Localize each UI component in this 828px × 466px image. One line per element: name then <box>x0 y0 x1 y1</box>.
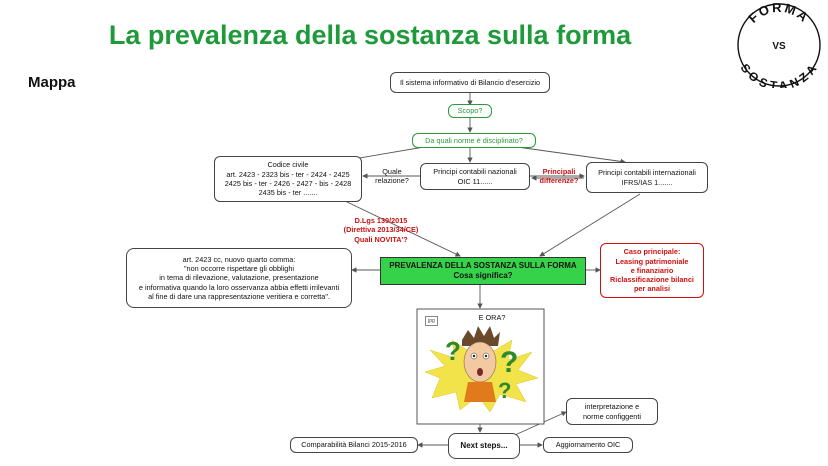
principali-line: differenze? <box>539 176 579 186</box>
codice-line: Codice civile <box>267 160 309 170</box>
art2423-line: "non occorre rispettare gli obblighi <box>183 264 295 273</box>
node-oic: Principi contabili nazionali OIC 11.....… <box>420 163 530 190</box>
caso-line: e finanziario <box>630 265 674 275</box>
quale-line: relazione? <box>375 176 409 186</box>
node-art2423: art. 2423 cc, nuovo quarto comma: "non o… <box>126 248 352 308</box>
codice-line: art. 2423 - 2323 bis - ter - 2424 - 2425 <box>226 169 350 179</box>
edge-codice-prevalenza <box>344 200 461 257</box>
dlgs-line: Quali NOVITA'? <box>354 234 408 244</box>
page-subtitle: Mappa <box>28 74 76 91</box>
node-interpretazione: interpretazione e norme configgenti <box>566 398 658 425</box>
dlgs-line: D.Lgs 139/2015 <box>354 216 408 225</box>
caso-line: Riclassificazione bilanci <box>610 275 694 285</box>
comparabilita-text: Comparabilità Bilanci 2015-2016 <box>301 440 407 450</box>
codice-line: 2435 bis - ter ....... <box>258 188 318 198</box>
oic-line: Principi contabili nazionali <box>433 167 517 177</box>
svg-text:?: ? <box>445 336 461 366</box>
node-aggiornamento-oic: Aggiornamento OIC <box>543 437 633 453</box>
dlgs-line: (Direttiva 2013/34/CE) <box>343 225 419 235</box>
caso-line: per analisi <box>633 284 671 294</box>
ifrs-line: IFRS/IAS 1....... <box>621 177 673 187</box>
forma-vs-sostanza-logo: FORMA VS SOSTANZA <box>737 2 821 88</box>
edge-ifrs-prevalenza <box>539 193 641 257</box>
prevalenza-line: PREVALENZA DELLA SOSTANZA SULLA FORMA <box>389 260 577 270</box>
jpg-badge: jpg <box>425 316 438 326</box>
next-steps-text: Next steps... <box>460 440 508 450</box>
label-quale-relazione: Quale relazione? <box>368 167 416 186</box>
logo-middle-text: VS <box>772 41 786 52</box>
label-dlgs: D.Lgs 139/2015 (Direttiva 2013/34/CE) Qu… <box>330 216 432 244</box>
node-sistema-informativo: Il sistema informativo di Bilancio d'ese… <box>390 72 550 93</box>
interpretazione-line: norme configgenti <box>582 411 641 421</box>
puzzled-face-illustration: ? ? ? <box>416 308 545 425</box>
art2423-line: al fine di dare una rappresentazione ver… <box>148 291 330 301</box>
art2423-line: in tema di rilevazione, valutazione, pre… <box>159 273 319 283</box>
svg-text:?: ? <box>500 346 518 379</box>
caso-line: Leasing patrimoniale <box>615 256 689 266</box>
quale-line: Quale <box>382 167 402 176</box>
node-norme-text: Da quali norme è disciplinato? <box>425 135 523 145</box>
node-caso-principale: Caso principale: Leasing patrimoniale e … <box>600 243 704 298</box>
node-norme: Da quali norme è disciplinato? <box>412 133 536 148</box>
node-codice-civile: Codice civile art. 2423 - 2323 bis - ter… <box>214 156 362 202</box>
page-title: La prevalenza della sostanza sulla forma <box>108 20 632 50</box>
node-next-steps: Next steps... <box>448 433 520 459</box>
e-ora-text: E ORA? <box>478 313 506 322</box>
node-sistema-informativo-text: Il sistema informativo di Bilancio d'ese… <box>399 77 541 87</box>
caso-line: Caso principale: <box>623 247 681 257</box>
svg-text:?: ? <box>498 378 511 403</box>
oic-line: OIC 11...... <box>457 176 493 186</box>
node-scopo-text: Scopo? <box>457 106 483 116</box>
principali-line: Principali <box>542 167 576 176</box>
aggiornamento-text: Aggiornamento OIC <box>555 440 621 450</box>
node-comparabilita: Comparabilità Bilanci 2015-2016 <box>290 437 418 453</box>
label-principali-differenze: Principali differenze? <box>534 167 584 186</box>
prevalenza-line: Cosa significa? <box>453 271 513 280</box>
node-prevalenza: PREVALENZA DELLA SOSTANZA SULLA FORMA Co… <box>380 257 586 285</box>
interpretazione-line: interpretazione e <box>584 402 640 412</box>
ifrs-line: Principi contabili internazionali <box>598 168 696 178</box>
node-ifrs: Principi contabili internazionali IFRS/I… <box>586 162 708 193</box>
art2423-line: e informativa quando la loro osservanza … <box>138 282 340 292</box>
label-e-ora: E ORA? <box>462 313 522 322</box>
art2423-line: art. 2423 cc, nuovo quarto comma: <box>182 254 296 264</box>
node-scopo: Scopo? <box>448 104 492 118</box>
edge-norme-ifrs <box>509 145 626 165</box>
codice-line: 2425 bis - ter - 2426 - 2427 - bis - 242… <box>224 179 352 188</box>
